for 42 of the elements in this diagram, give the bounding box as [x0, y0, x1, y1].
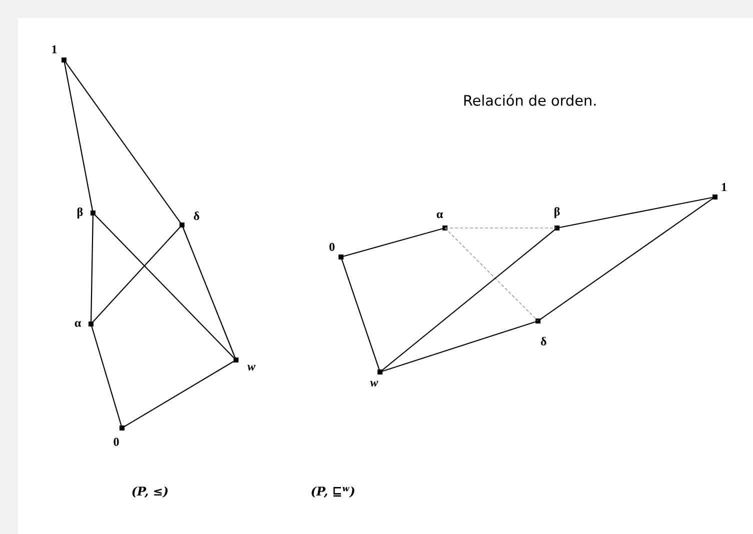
edge-line	[380, 320, 538, 372]
vertex-point: 1	[712, 183, 726, 200]
vertex-point: w	[234, 357, 256, 371]
edge-line	[556, 196, 716, 229]
node-label: β	[554, 207, 560, 218]
vertex-point: α	[74, 321, 94, 327]
node-label: w	[247, 364, 256, 371]
node-label: 1	[52, 45, 57, 54]
vertex-point: δ	[180, 212, 200, 228]
node-label: δ	[540, 336, 546, 346]
vertex-point: w	[370, 369, 382, 386]
edge-line	[538, 196, 716, 322]
edge-line	[380, 228, 558, 372]
vertex-point: α	[436, 212, 448, 230]
node-label: δ	[194, 212, 200, 220]
vertex-point: β	[554, 207, 560, 230]
edge-line	[340, 256, 381, 372]
node-label: 0	[329, 242, 335, 251]
edge-line	[90, 224, 182, 324]
edge-line	[92, 212, 236, 360]
node-label: β	[77, 207, 83, 218]
node-label: α	[436, 212, 443, 218]
formula-label: (P, ⊑$^{w}$)	[312, 486, 354, 498]
edge-line	[182, 224, 237, 360]
formula-label: (P, ≤)	[132, 486, 168, 498]
edge-line	[64, 60, 182, 226]
edge-line	[63, 60, 94, 214]
edge-line	[340, 227, 446, 258]
vertex-point: δ	[536, 318, 546, 346]
vertex-point: 0	[114, 425, 124, 446]
edge-line	[90, 324, 123, 428]
node-label: 0	[114, 438, 119, 446]
node-label: w	[370, 380, 378, 386]
vertex-point: 1	[52, 45, 66, 62]
title-text: Relación de orden.	[464, 94, 596, 106]
edge-line	[122, 360, 236, 428]
node-label: α	[74, 321, 81, 327]
node-label: 1	[722, 183, 726, 191]
vertex-point: β	[77, 207, 96, 218]
edge-line	[444, 228, 538, 322]
vertex-point: 0	[329, 242, 344, 260]
edge-line	[90, 212, 94, 324]
